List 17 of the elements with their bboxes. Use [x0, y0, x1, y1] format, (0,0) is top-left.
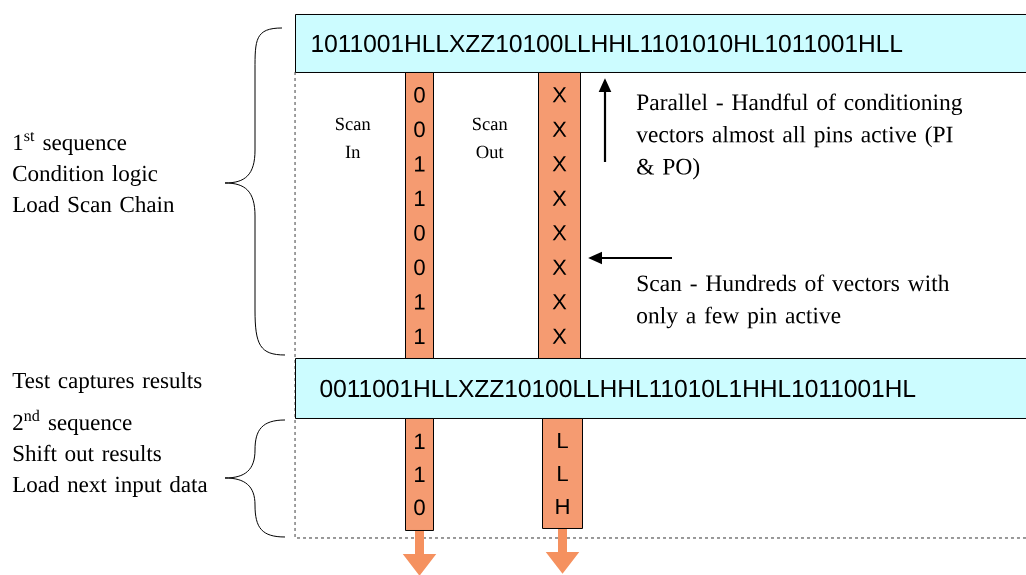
scan-column: 0 0 1 1 0 0 1 1: [405, 72, 434, 359]
note-text: Scan - Hundreds of vectors with only a few pin active: [637, 274, 950, 329]
sequence-label: Load Scan Chain: [12, 196, 175, 213]
column-label: Scan In: [335, 117, 371, 158]
sequence-label: Load next input data: [12, 476, 208, 497]
column-label: Scan Out: [472, 117, 508, 159]
scan-column: L L H: [542, 418, 583, 529]
sequence-label: 1$^{st}$ sequence: [14, 131, 127, 155]
sequence-label: Test captures results: [12, 372, 202, 393]
vector-bar: 1011001HLLXZZ10100LLHHL1101010HL1011001HLL: [295, 14, 1026, 73]
sequence-label: 2$^{nd}$ sequence: [13, 409, 132, 435]
scan-column: 1 1 0: [405, 418, 434, 531]
vector-bar: 0011001HLLXZZ10100LLHHL11010L1HHL1011001HL: [295, 358, 1026, 419]
sequence-label: Shift out results: [13, 444, 161, 462]
sequence-label: Condition logic: [13, 165, 158, 186]
scan-column: X X X X X X X X: [538, 72, 581, 359]
note-text: Parallel - Handful of conditioning vectors almost all pins active (PI & PO): [636, 93, 963, 180]
